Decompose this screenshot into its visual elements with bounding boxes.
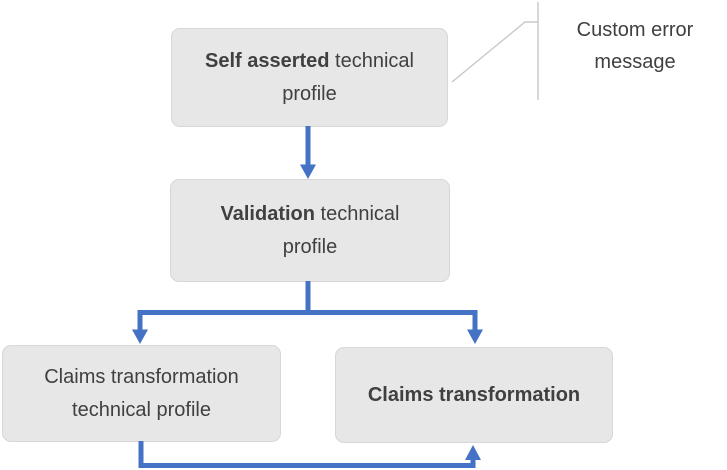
node-label-rest: Claims transformation technical profile [44,365,239,421]
node-label: Self asserted technical profile [201,45,419,111]
arrow-claims-tp-to-claims-transformation [138,441,481,468]
arrow-validation-to-children [132,281,483,344]
bottom-connector [138,441,476,468]
node-self-asserted-technical-profile: Self asserted technical profile [171,28,448,127]
node-claims-transformation: Claims transformation [335,347,613,443]
node-label-rest: technical profile [282,202,400,258]
custom-error-message-label: Custom error message [576,19,694,73]
node-label-rest: technical profile [282,49,414,105]
node-label-bold: Validation [220,202,315,225]
callout-leader-line [451,2,539,100]
arrowhead-down-icon [300,164,316,179]
arrowhead-down-right-icon [467,329,483,344]
node-label: Claims transformation [368,379,580,412]
node-validation-technical-profile: Validation technical profile [170,179,450,282]
arrowhead-down-left-icon [132,329,148,344]
node-label: Claims transformation technical profile [22,361,262,427]
node-label-bold: Claims transformation [367,383,581,406]
branch-bar [137,310,478,331]
node-claims-transformation-technical-profile: Claims transformation technical profile [2,345,281,442]
arrowhead-up-icon [465,445,481,460]
arrow-self-asserted-to-validation [300,126,316,179]
callout-diagonal-line [451,21,538,83]
node-label-bold: Self asserted [204,49,330,72]
node-label: Validation technical profile [201,198,419,264]
